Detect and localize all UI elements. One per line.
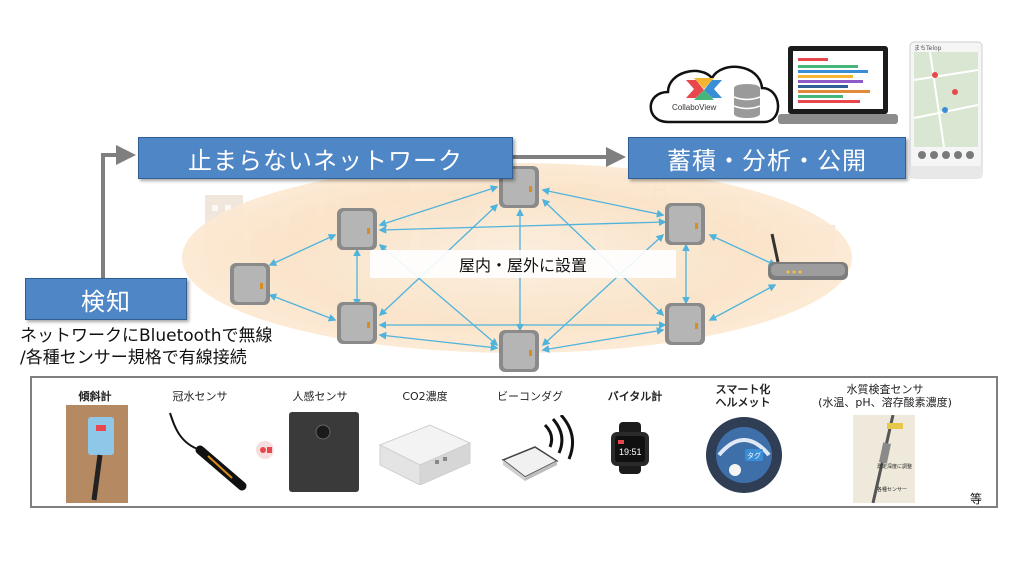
database-icon	[733, 84, 761, 118]
detect-box-label: 検知	[81, 287, 131, 316]
store-box-label: 蓄積・分析・公開	[667, 146, 867, 175]
network-nodes	[230, 166, 848, 372]
laptop-icon	[778, 46, 898, 124]
mesh-connections	[268, 185, 777, 353]
water-label-2: 各種センサー	[877, 486, 907, 493]
phone-app-title: まちTelop	[914, 45, 942, 52]
node-5	[499, 330, 539, 372]
store-analyze-publish-box: 蓄積・分析・公開	[628, 137, 906, 179]
connection-note-line2: /各種センサー規格で有線接続	[20, 348, 247, 368]
watch-time: 19:51	[619, 447, 642, 457]
co2-sensor-photo	[378, 424, 472, 485]
smart-helmet-photo: タグ	[706, 417, 782, 493]
node-7	[665, 303, 705, 345]
motion-sensor-photo	[256, 410, 365, 495]
vital-watch-photo: 19:51	[611, 422, 649, 474]
sensor-label-flood: 冠水センサ	[172, 390, 228, 403]
connection-note-line1: ネットワークにBluetoothで無線	[20, 326, 273, 346]
install-location-label: 屋内・屋外に設置	[370, 250, 676, 278]
sensor-label-beacon: ビーコンダグ	[497, 390, 563, 403]
sensor-label-co2: CO2濃度	[402, 390, 448, 403]
dashboard-bars	[798, 58, 870, 103]
node-6	[665, 203, 705, 245]
water-sensor-photo: 測定深度に調整 各種センサー	[853, 415, 915, 503]
sensor-label-water: 水質検査センサ (水温、pH、溶存酸素濃度)	[818, 383, 952, 409]
node-1	[230, 263, 270, 305]
sensor-label-vital: バイタル計	[607, 390, 663, 403]
collaboview-logo-text: CollaboView	[672, 103, 717, 112]
water-label-1: 測定深度に調整	[877, 463, 912, 470]
inclinometer-photo	[66, 405, 128, 503]
etc-label: 等	[970, 492, 983, 506]
flood-sensor-photo	[169, 412, 247, 491]
beacon-tag-photo	[501, 415, 575, 481]
flow-arrows	[101, 145, 626, 278]
install-location-text: 屋内・屋外に設置	[458, 256, 587, 275]
sensor-label-motion: 人感センサ	[292, 390, 348, 403]
detect-box: 検知	[25, 278, 187, 320]
collaboview-logo-icon	[686, 78, 722, 100]
node-3	[337, 302, 377, 344]
network-box: 止まらないネットワーク	[138, 137, 513, 179]
network-box-label: 止まらないネットワーク	[188, 146, 463, 175]
sensor-label-inclinometer: 傾斜計	[78, 390, 112, 403]
connection-note: ネットワークにBluetoothで無線 /各種センサー規格で有線接続	[20, 325, 273, 369]
sensor-panel	[30, 376, 998, 508]
sensor-label-helmet: スマート化 ヘルメット	[715, 383, 771, 409]
node-2	[337, 208, 377, 250]
helmet-tag-text: タグ	[747, 451, 761, 460]
router-icon	[768, 233, 848, 280]
phone-icon	[909, 41, 983, 179]
cloud-icon	[649, 65, 780, 124]
